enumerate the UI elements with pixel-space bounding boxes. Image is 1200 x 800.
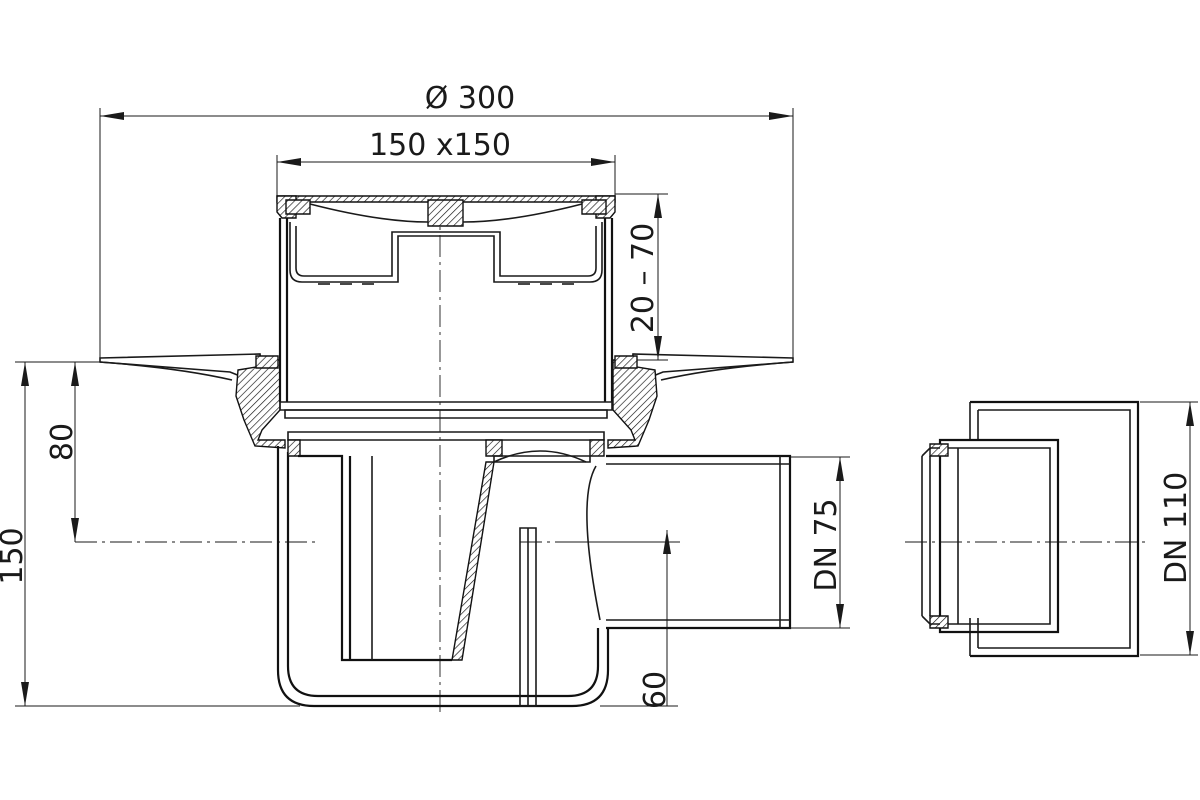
grate-assembly xyxy=(276,195,616,441)
label-diameter: Ø 300 xyxy=(425,81,515,116)
label-grate-size: 150 x150 xyxy=(369,128,511,163)
dimension-diameter-300: Ø 300 xyxy=(99,81,794,362)
label-height-adjust: 20 – 70 xyxy=(626,223,661,333)
dimension-80: 80 xyxy=(45,361,100,542)
flange-left xyxy=(99,353,286,449)
dimension-height-adjust: 20 – 70 xyxy=(615,193,668,361)
flange-right xyxy=(607,353,794,449)
dimension-150: 150 xyxy=(0,361,300,707)
adapter-dn110 xyxy=(921,400,1140,658)
outlet-pipe-dn75 xyxy=(606,454,792,630)
dimension-dn110: DN 110 xyxy=(1140,401,1198,656)
label-dn75: DN 75 xyxy=(809,498,844,591)
label-80: 80 xyxy=(45,423,80,461)
dimension-dn75: DN 75 xyxy=(790,456,850,629)
label-60: 60 xyxy=(638,671,673,709)
label-dn110: DN 110 xyxy=(1159,472,1194,584)
center-axes xyxy=(75,200,1150,715)
dimension-grate-150x150: 150 x150 xyxy=(276,128,616,200)
label-150: 150 xyxy=(0,527,30,584)
drain-body xyxy=(276,439,610,708)
